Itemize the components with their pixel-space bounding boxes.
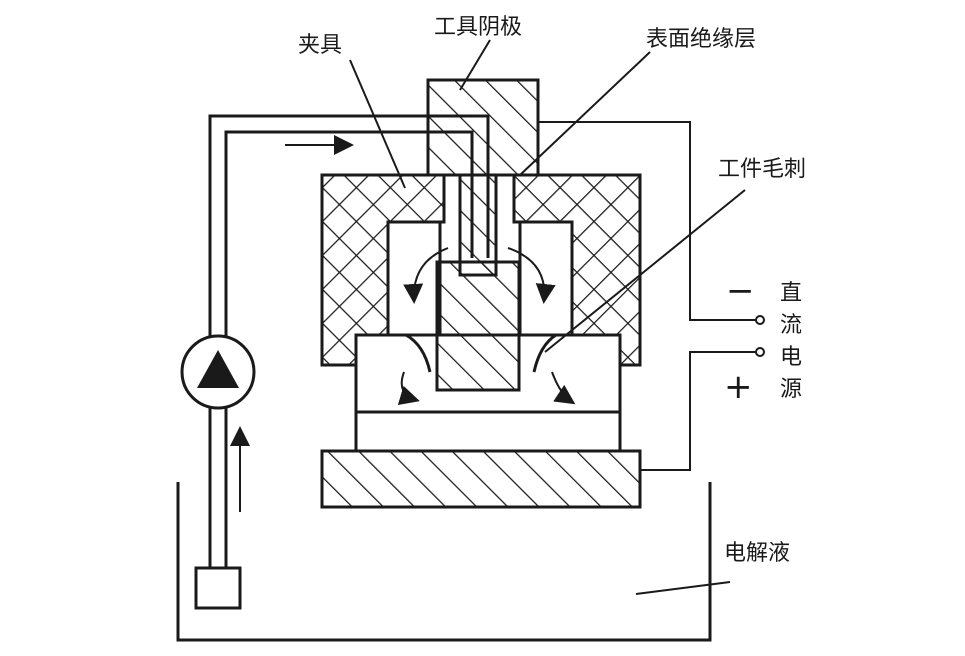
insulation-left (388, 220, 442, 335)
terminal-positive (755, 347, 765, 357)
tool-cathode-stem (458, 173, 498, 277)
filter-box (194, 566, 242, 610)
clamp-left (320, 173, 446, 367)
base-plate (320, 449, 642, 509)
flow-arrow-left (403, 247, 449, 304)
insulation-right (518, 220, 572, 335)
plus-sign: + (724, 367, 753, 407)
leader-insulation (519, 51, 651, 176)
flow-arrow-bottom-right (551, 371, 576, 405)
tool-cathode-upper (426, 78, 540, 177)
leader-burr (544, 189, 746, 353)
leader-tool-cathode (459, 39, 491, 91)
terminal-negative (755, 315, 765, 325)
label-electrolyte: 电解液 (724, 541, 790, 566)
minus-sign: − (726, 271, 755, 311)
label-dc-char-3: 电 (780, 345, 802, 370)
label-dc-char-2: 流 (780, 313, 802, 338)
supply-pipe-outer (208, 114, 490, 346)
electrolyte-tank (176, 482, 712, 642)
burr-left (405, 333, 432, 373)
label-tool-cathode: 工具阴极 (434, 15, 522, 40)
label-dc-char-1: 直 (780, 281, 802, 306)
wire-negative (538, 121, 756, 321)
label-clamp: 夹具 (298, 33, 342, 58)
wire-positive (640, 351, 756, 471)
label-insulation-layer: 表面绝缘层 (646, 27, 756, 52)
tool-cathode-tip (435, 260, 521, 392)
flow-arrow-right (507, 247, 556, 304)
label-dc-char-4: 源 (780, 377, 802, 402)
leader-electrolyte (635, 581, 731, 595)
flow-arrow-bottom-left (397, 371, 420, 405)
leader-clamp (349, 59, 406, 189)
pump-triangle-icon (197, 350, 239, 388)
supply-pipe-inner (224, 130, 474, 346)
burr-right (532, 333, 557, 373)
label-workpiece-burr: 工件毛刺 (718, 157, 806, 182)
